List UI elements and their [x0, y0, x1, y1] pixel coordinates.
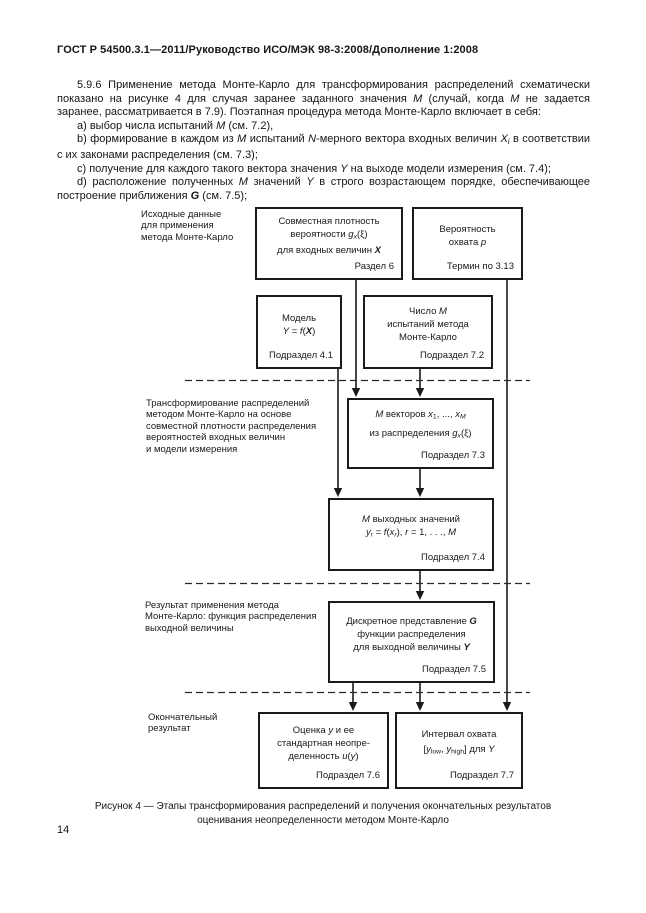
text-line: из распределения gx(ξ): [369, 428, 472, 440]
flow-box-distribution-g: Дискретное представление G функции распре…: [328, 601, 495, 683]
text-line: выходной величины: [145, 622, 234, 634]
list-item-c: c) получение для каждого такого вектора …: [77, 162, 551, 175]
box-ref: Подраздел 7.2: [420, 350, 484, 361]
text-line: охвата p: [448, 237, 487, 248]
text-line: для применения: [141, 220, 214, 232]
box-ref: Подраздел 4.1: [269, 350, 333, 361]
text-line: Вероятность: [439, 224, 496, 235]
text-line: Трансформирование распределений: [146, 398, 310, 409]
text-line: M выходных значений: [362, 513, 460, 525]
body-text: 5.9.6 Применение метода Монте-Карло для …: [57, 79, 590, 203]
text-line: Совместная плотность: [278, 216, 380, 228]
text-line: Исходные данные: [141, 209, 222, 220]
text-line: M векторов x1, ..., xM: [375, 409, 466, 421]
text-line: Число M: [409, 306, 447, 317]
box-ref: Подраздел 7.3: [421, 450, 485, 461]
paragraph: 5.9.6 Применение метода Монте-Карло для …: [57, 79, 590, 119]
text-line: yr = f(xr), r = 1, . . ., M: [365, 526, 457, 539]
list-item-a: a) выбор числа испытаний M (см. 7.2),: [77, 119, 274, 132]
text-line: Результат применения метода: [145, 600, 279, 611]
text-line: деленность u(y): [288, 750, 359, 762]
text-line: и модели измерения: [146, 443, 238, 455]
box-text: Интервал охвата [ylow, yhigh] для Y: [397, 714, 521, 769]
flow-box-coverage-interval: Интервал охвата [ylow, yhigh] для Y Подра…: [395, 712, 523, 789]
text-line: вероятностей входных величин: [146, 432, 286, 444]
text-line: оценивания неопределенности методом Монт…: [197, 814, 449, 826]
box-text: M векторов x1, ..., xM из распределения g…: [349, 400, 492, 449]
text-line: результат: [148, 723, 191, 735]
text-line: Оценка y и ее: [292, 724, 355, 736]
page-number: 14: [57, 824, 70, 836]
text-line: для входных величин X: [277, 244, 381, 256]
text-line: Y = f(X): [282, 325, 316, 337]
text-line: испытаний метода: [387, 319, 469, 330]
text-line: Интервал охвата: [421, 728, 497, 740]
text-line: Монте-Карло: функция распределения: [145, 611, 317, 623]
box-ref: Раздел 6: [354, 261, 394, 272]
text-line: для выходной величины Y: [353, 642, 470, 653]
text-line: функции распределения: [357, 629, 466, 640]
figure-caption: Рисунок 4 — Этапы трансформирования расп…: [68, 800, 578, 827]
box-text: Вероятность охвата p: [414, 209, 521, 260]
flow-box-coverage-probability: Вероятность охвата p Термин по 3.13: [412, 207, 523, 280]
list-item-d: d) расположение полученных M значений Y …: [57, 176, 590, 202]
text-line: [ylow, yhigh] для Y: [423, 743, 495, 756]
text-line: Дискретное представление G: [346, 616, 477, 627]
box-ref: Подраздел 7.6: [316, 770, 380, 781]
text-line: Модель: [281, 312, 317, 324]
list-item-b: b) формирование в каждом из M испытаний …: [57, 133, 591, 161]
flow-box-vectors: M векторов x1, ..., xM из распределения g…: [347, 398, 494, 469]
text-line: Окончательный: [148, 712, 218, 723]
box-ref: Термин по 3.13: [446, 261, 514, 272]
box-ref: Подраздел 7.4: [421, 552, 485, 563]
text-line: метода Монте-Карло: [141, 231, 234, 243]
page-header: ГОСТ Р 54500.3.1—2011/Руководство ИСО/МЭ…: [57, 44, 479, 56]
text-line: стандартная неопре-: [277, 737, 370, 749]
text-line: вероятности gx(ξ): [290, 229, 368, 241]
text-line: Рисунок 4 — Этапы трансформирования расп…: [94, 801, 552, 812]
text-line: Монте-Карло: [399, 332, 457, 343]
text-line: совместной плотности распределения: [146, 420, 317, 432]
box-text: Дискретное представление G функции распре…: [330, 603, 493, 663]
box-ref: Подраздел 7.5: [422, 664, 486, 675]
text-line: методом Монте-Карло на основе: [146, 409, 292, 421]
box-ref: Подраздел 7.7: [450, 770, 514, 781]
